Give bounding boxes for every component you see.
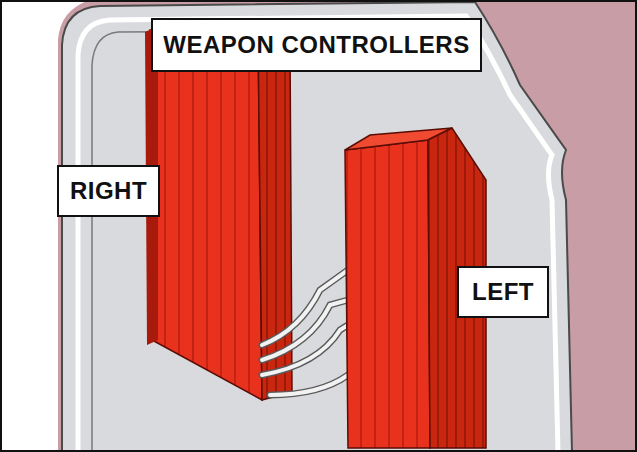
label-text: LEFT xyxy=(472,278,534,306)
panel-rim xyxy=(78,16,558,452)
cables xyxy=(262,270,348,395)
label-box: WEAPON CONTROLLERS xyxy=(151,18,482,72)
cables-light xyxy=(262,270,348,395)
left-controller xyxy=(345,140,430,448)
panel xyxy=(62,2,572,452)
label-box: LEFT xyxy=(457,266,549,318)
label-text: WEAPON CONTROLLERS xyxy=(163,31,469,59)
label-box: RIGHT xyxy=(57,165,160,217)
label-text: RIGHT xyxy=(70,177,147,205)
right-controller xyxy=(150,30,262,400)
